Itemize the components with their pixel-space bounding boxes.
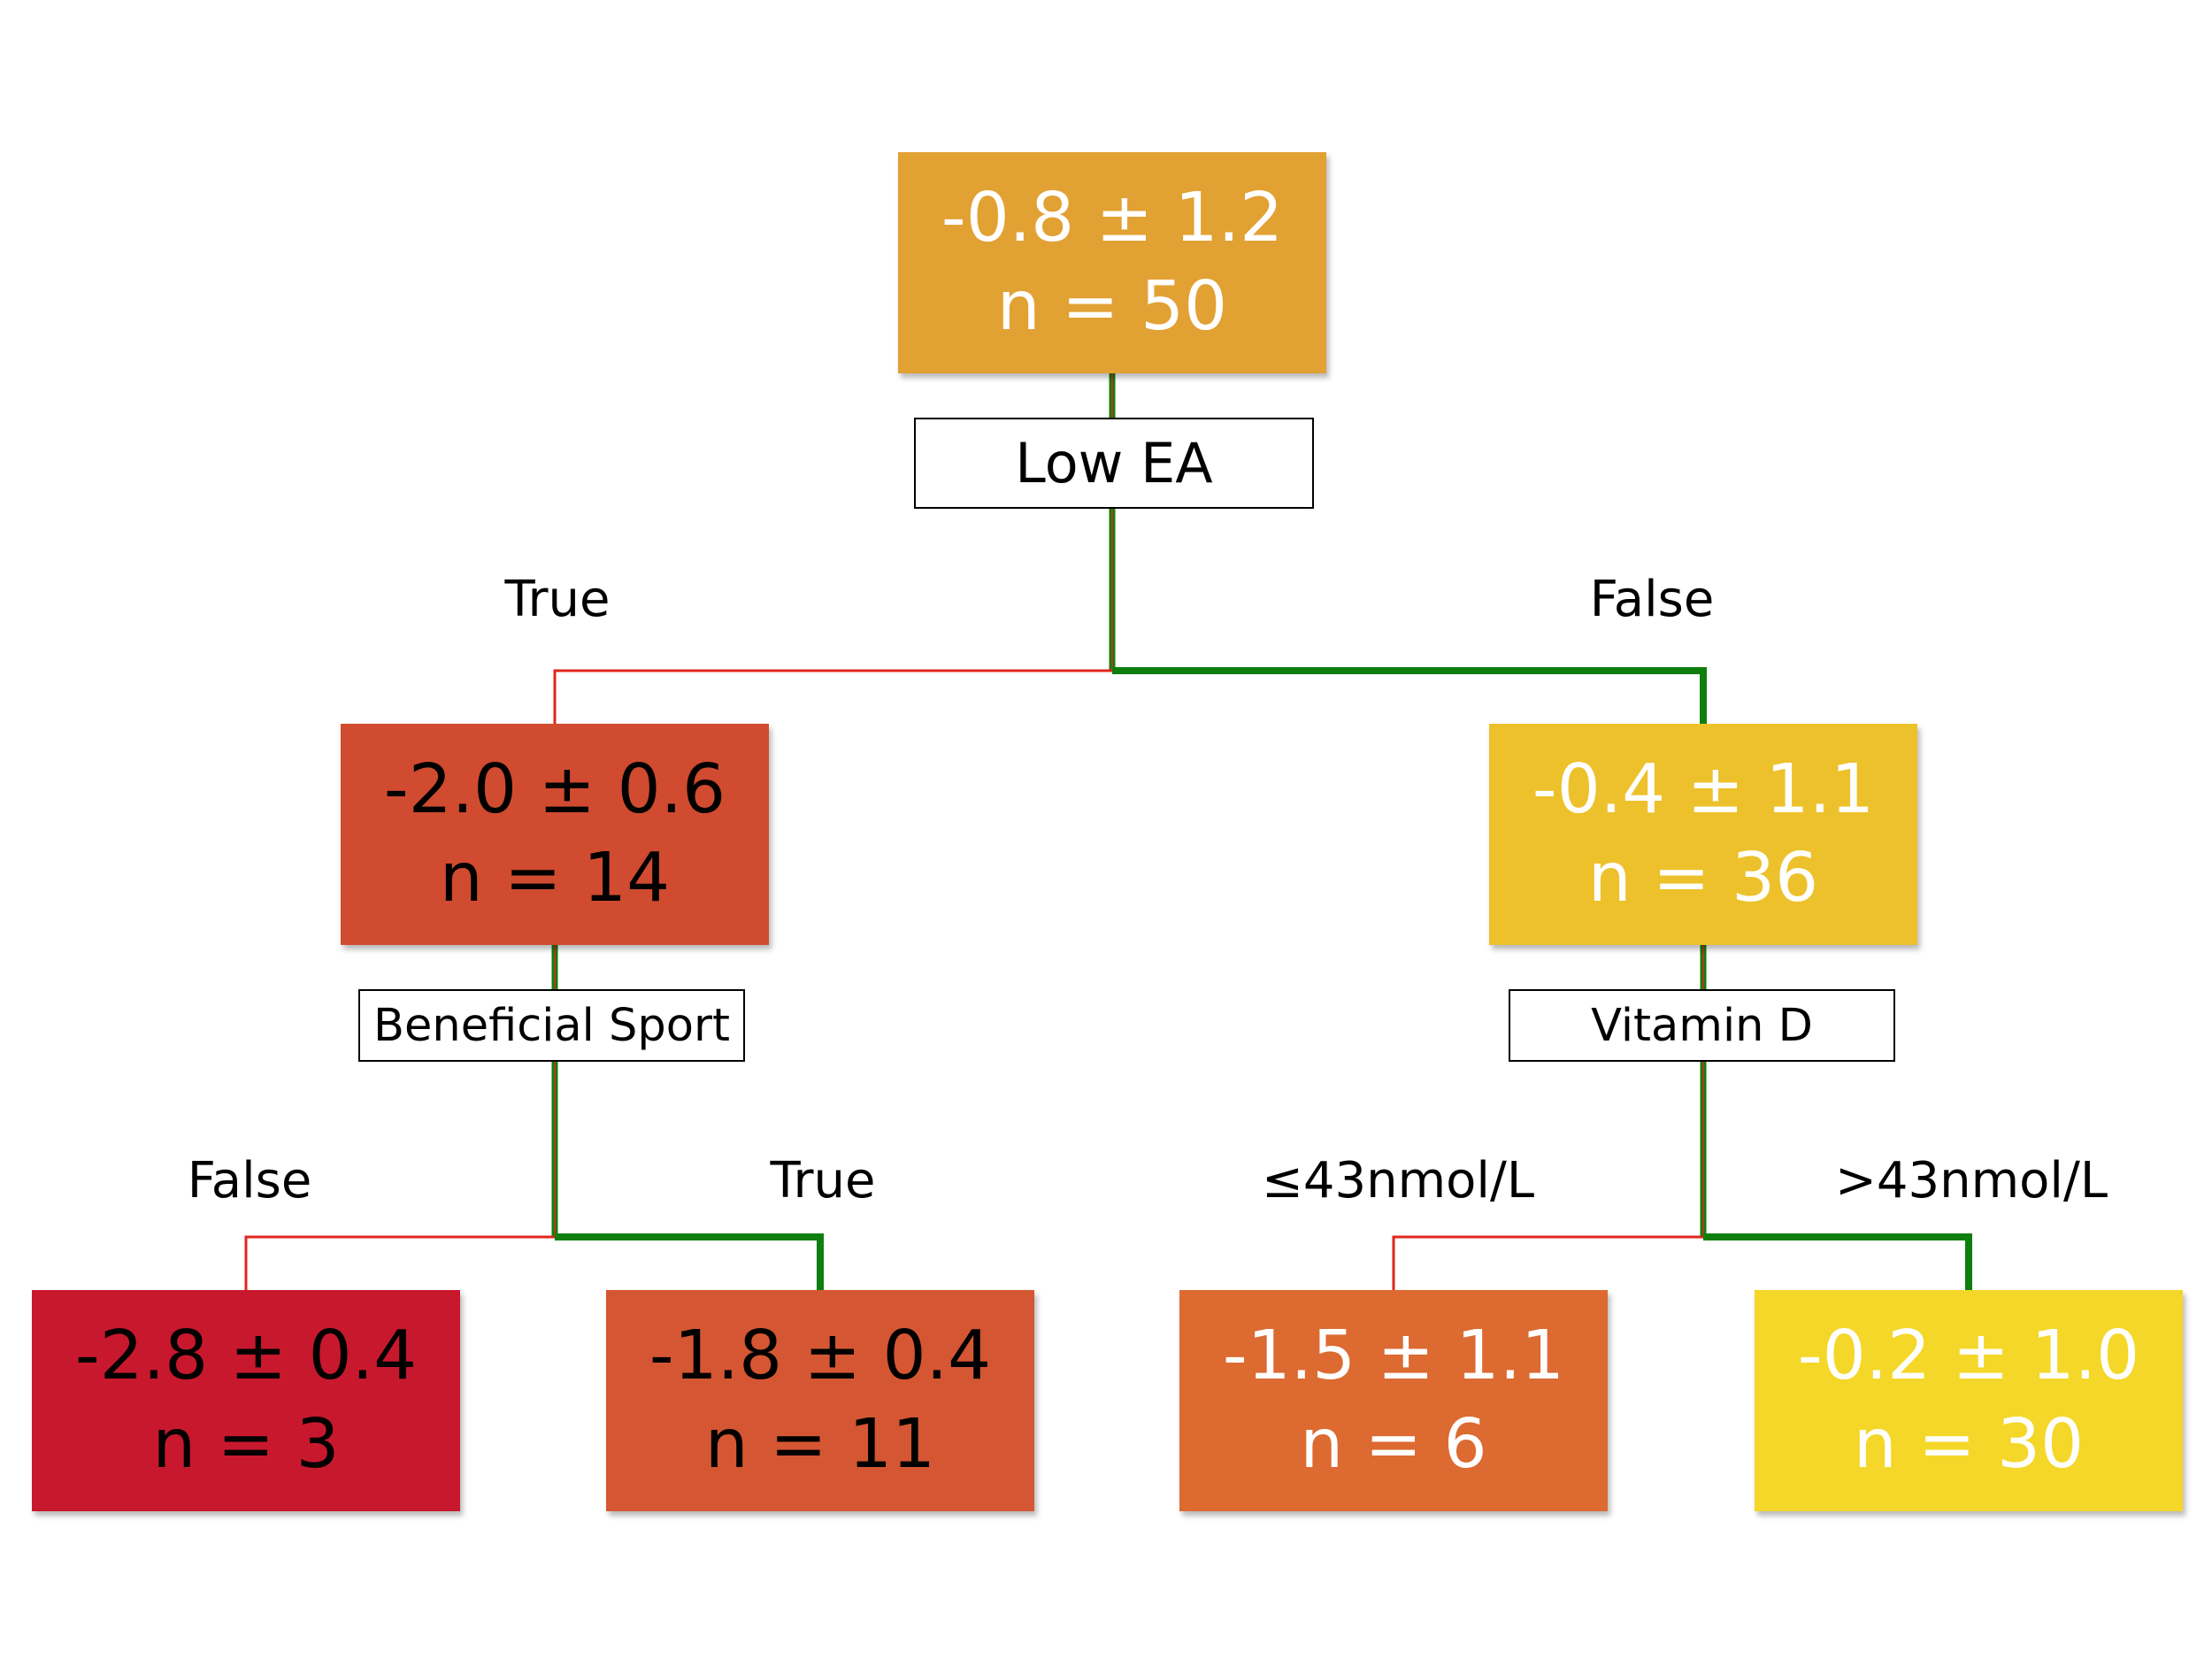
branch-right-right [1703, 1233, 1972, 1290]
node-left-right: -1.8 ± 0.4 n = 11 [606, 1290, 1034, 1511]
branch-left-left [244, 1235, 555, 1290]
node-right-left-value: -1.5 ± 1.1 [1222, 1317, 1565, 1395]
edge-label-right-high: >43nmol/L [1834, 1152, 2108, 1210]
node-left-right-count: n = 11 [704, 1405, 936, 1484]
edge-label-left-false: False [187, 1152, 312, 1210]
branch-left-right [555, 1233, 824, 1290]
edge-label-right-low: ≤43nmol/L [1261, 1152, 1535, 1210]
branch-root-left [553, 669, 1112, 724]
node-root-value: -0.8 ± 1.2 [941, 179, 1284, 257]
split-left-label: Beneficial Sport [358, 989, 745, 1062]
node-right-right-value: -0.2 ± 1.0 [1797, 1317, 2140, 1395]
node-right-left: -1.5 ± 1.1 n = 6 [1179, 1290, 1608, 1511]
node-left-left-value: -2.8 ± 0.4 [74, 1317, 418, 1395]
node-left-count: n = 14 [439, 839, 671, 918]
node-right-right: -0.2 ± 1.0 n = 30 [1755, 1290, 2183, 1511]
branch-root-right [1112, 667, 1707, 724]
node-left: -2.0 ± 0.6 n = 14 [341, 724, 769, 945]
edge-label-root-true: True [504, 571, 611, 628]
edge-label-root-false: False [1589, 571, 1715, 628]
split-root-label: Low EA [914, 418, 1314, 509]
node-right-right-count: n = 30 [1853, 1405, 2085, 1484]
node-left-left: -2.8 ± 0.4 n = 3 [32, 1290, 460, 1511]
branch-right-left [1392, 1235, 1703, 1290]
node-right-count: n = 36 [1587, 839, 1819, 918]
node-right-value: -0.4 ± 1.1 [1532, 750, 1875, 829]
split-right-label: Vitamin D [1509, 989, 1895, 1062]
edge-label-left-true: True [770, 1152, 876, 1210]
node-root: -0.8 ± 1.2 n = 50 [898, 152, 1326, 373]
node-left-left-count: n = 3 [152, 1405, 340, 1484]
node-right-left-count: n = 6 [1300, 1405, 1487, 1484]
node-left-right-value: -1.8 ± 0.4 [649, 1317, 992, 1395]
node-right: -0.4 ± 1.1 n = 36 [1489, 724, 1917, 945]
node-left-value: -2.0 ± 0.6 [383, 750, 726, 829]
node-root-count: n = 50 [996, 267, 1228, 346]
